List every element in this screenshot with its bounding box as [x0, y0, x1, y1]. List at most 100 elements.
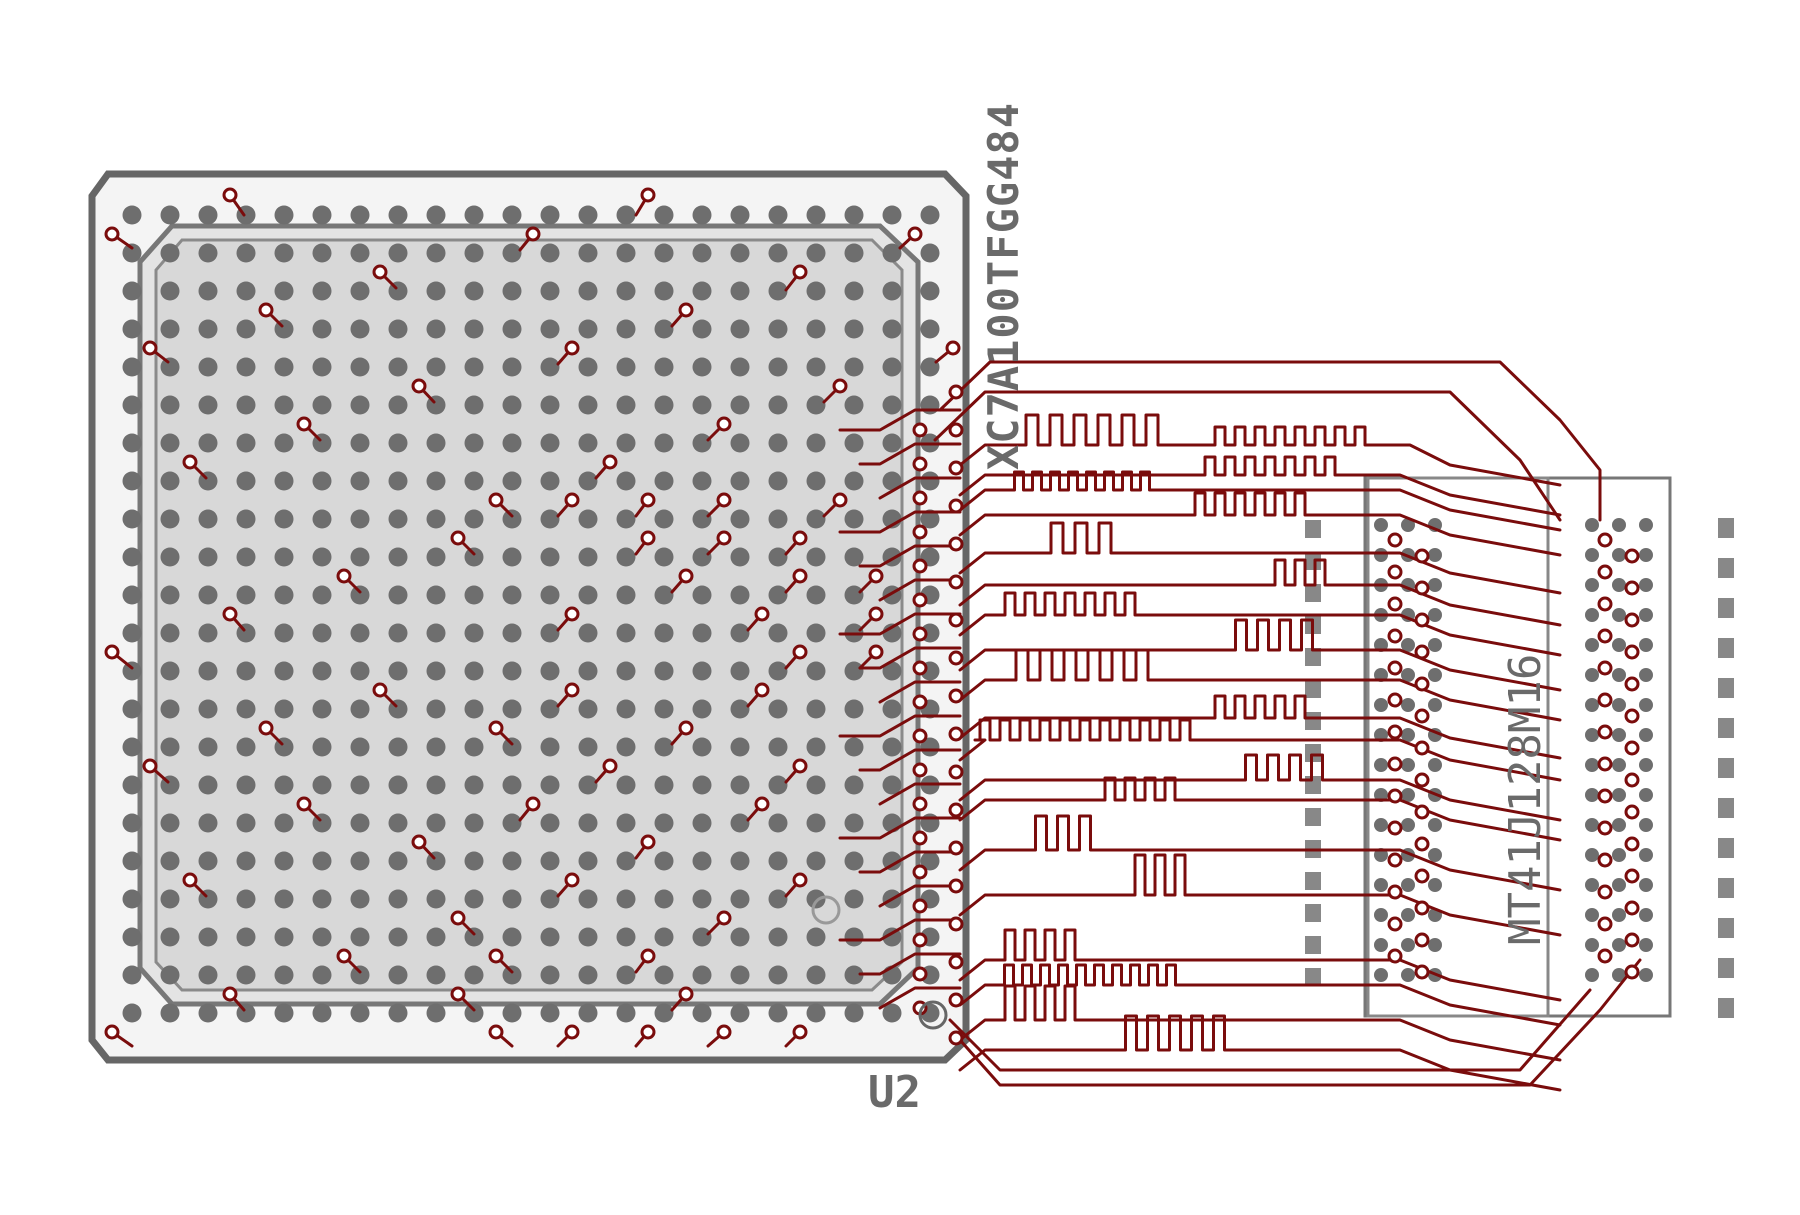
- bga-pad: [274, 471, 294, 491]
- via: [1387, 884, 1403, 900]
- bga-pad: [426, 661, 446, 681]
- bga-pad: [312, 471, 332, 491]
- via: [1414, 932, 1430, 948]
- edge-pad: [1718, 838, 1734, 858]
- bga-pad: [312, 965, 332, 985]
- via: [1387, 756, 1403, 772]
- via: [1624, 580, 1640, 596]
- bga-pad: [160, 547, 180, 567]
- trace: [958, 1014, 1562, 1092]
- via: [564, 492, 580, 508]
- via: [948, 992, 964, 1008]
- bga-pad: [160, 699, 180, 719]
- bga-pad: [350, 699, 370, 719]
- edge-pad: [1718, 598, 1734, 618]
- memory-pad: [1585, 818, 1599, 832]
- via: [1624, 868, 1640, 884]
- bga-pad: [464, 851, 484, 871]
- bga-pad: [768, 471, 788, 491]
- bga-pad: [920, 243, 940, 263]
- bga-pad: [654, 205, 674, 225]
- trace: [838, 612, 962, 636]
- bga-pad: [426, 433, 446, 453]
- bga-pad: [122, 281, 142, 301]
- via: [912, 660, 928, 676]
- bga-pad: [844, 547, 864, 567]
- via: [372, 264, 388, 280]
- bga-pad: [122, 851, 142, 871]
- bga-pad: [578, 585, 598, 605]
- memory-pad: [1639, 698, 1653, 712]
- bga-pad: [198, 965, 218, 985]
- via: [1624, 676, 1640, 692]
- bga-pad: [274, 699, 294, 719]
- bga-pad: [882, 699, 902, 719]
- bga-pad: [578, 851, 598, 871]
- bga-pad: [882, 737, 902, 757]
- bga-pad: [768, 281, 788, 301]
- bga-pad: [426, 965, 446, 985]
- via: [640, 834, 656, 850]
- bga-pad: [540, 623, 560, 643]
- memory-pad: [1401, 758, 1415, 772]
- trace: [838, 816, 962, 840]
- bga-pad: [198, 927, 218, 947]
- bga-pad: [122, 471, 142, 491]
- edge-pad: [1718, 678, 1734, 698]
- bga-pad: [236, 433, 256, 453]
- bga-pad: [882, 395, 902, 415]
- bga-pad: [882, 281, 902, 301]
- via: [832, 492, 848, 508]
- bga-pad: [464, 699, 484, 719]
- via: [640, 1024, 656, 1040]
- memory-pad: [1612, 698, 1626, 712]
- bga-pad: [464, 737, 484, 757]
- bga-pad: [616, 623, 636, 643]
- bga-pad: [806, 889, 826, 909]
- trace: [838, 918, 962, 942]
- memory-pad: [1374, 758, 1388, 772]
- via: [564, 1024, 580, 1040]
- bga-pad: [160, 205, 180, 225]
- via: [1414, 740, 1430, 756]
- bga-pad: [730, 357, 750, 377]
- via: [1624, 804, 1640, 820]
- bga-pad: [388, 395, 408, 415]
- via: [1387, 564, 1403, 580]
- bga-pad: [464, 661, 484, 681]
- bga-pad: [730, 775, 750, 795]
- memory-pad: [1612, 758, 1626, 772]
- bga-pad: [844, 357, 864, 377]
- bga-pad: [236, 775, 256, 795]
- memory-pad: [1374, 548, 1388, 562]
- bga-pad: [198, 205, 218, 225]
- bga-pad: [236, 471, 256, 491]
- via: [907, 226, 923, 242]
- via: [948, 764, 964, 780]
- bga-pad: [502, 965, 522, 985]
- bga-pad: [540, 1003, 560, 1023]
- via: [948, 460, 964, 476]
- memory-pad: [1585, 698, 1599, 712]
- bga-pad: [350, 433, 370, 453]
- bga-pad: [768, 737, 788, 757]
- bga-pad: [426, 889, 446, 909]
- bga-pad: [768, 851, 788, 871]
- bga-pad: [198, 509, 218, 529]
- bga-pad: [388, 547, 408, 567]
- via: [1624, 836, 1640, 852]
- bga-pad: [160, 585, 180, 605]
- via: [640, 948, 656, 964]
- test-pad: [1305, 968, 1321, 986]
- bga-pad: [654, 1003, 674, 1023]
- via: [258, 302, 274, 318]
- via: [912, 762, 928, 778]
- bga-pad: [502, 433, 522, 453]
- via: [450, 530, 466, 546]
- bga-pad: [236, 243, 256, 263]
- via: [912, 932, 928, 948]
- bga-pad: [806, 623, 826, 643]
- bga-pad: [654, 243, 674, 263]
- bga-pad: [198, 813, 218, 833]
- memory-pad: [1639, 818, 1653, 832]
